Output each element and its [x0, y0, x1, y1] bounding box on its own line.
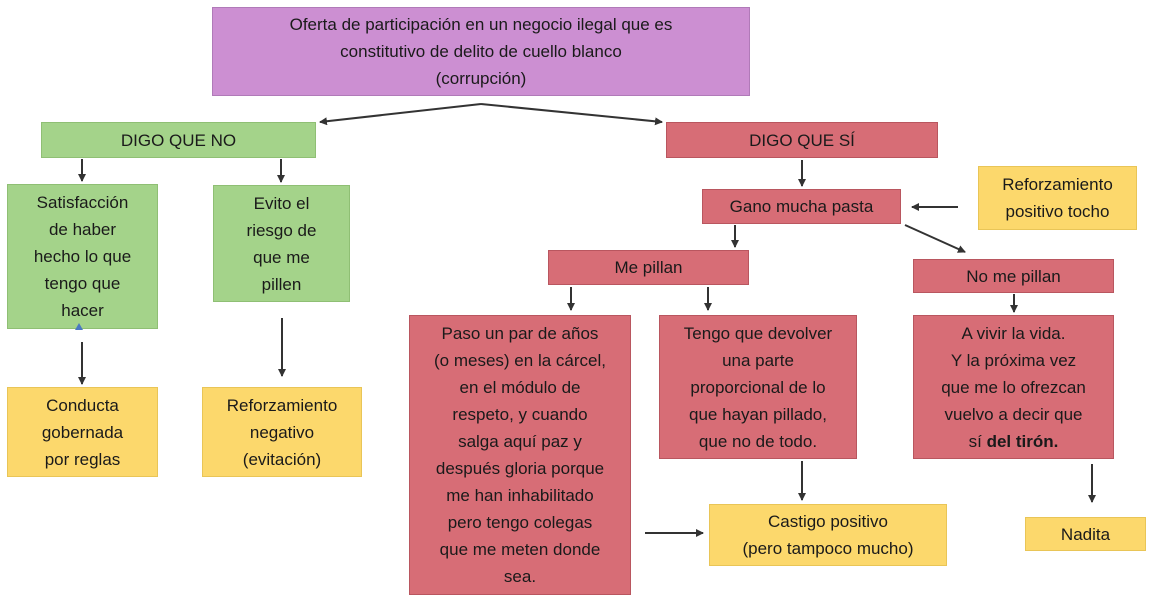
- no-me-pillan-node: No me pillan: [913, 259, 1114, 293]
- ref-positivo-node: Reforzamiento positivo tocho: [978, 166, 1137, 230]
- conducta-line-1: Conducta: [46, 395, 119, 415]
- root-node: Oferta de participación en un negocio il…: [212, 7, 750, 96]
- no-me-pillan-label: No me pillan: [966, 266, 1061, 286]
- evito-line-1: Evito el: [253, 193, 310, 213]
- carcel-line-6: después gloria porque: [435, 459, 605, 478]
- satisfaccion-line-1: Satisfacción: [36, 193, 129, 212]
- devolver-line-1: Tengo que devolver: [683, 323, 833, 343]
- carcel-line-9: que me meten donde: [439, 540, 601, 559]
- vivir-last-bold: del tirón.: [986, 431, 1059, 451]
- conducta-line-3: por reglas: [44, 449, 121, 469]
- carcel-node: Paso un par de años (o meses) en la cárc…: [409, 315, 631, 595]
- devolver-line-3: proporcional de lo: [690, 377, 826, 397]
- carcel-line-1: Paso un par de años: [441, 324, 599, 343]
- evito-line-3: que me: [253, 247, 310, 267]
- me-pillan-node: Me pillan: [548, 250, 749, 285]
- castigo-node: Castigo positivo (pero tampoco mucho): [709, 504, 947, 566]
- conducta-line-2: gobernada: [41, 422, 124, 442]
- carcel-line-2: (o meses) en la cárcel,: [434, 351, 606, 370]
- arrow-root-si: [480, 103, 663, 126]
- satisfaccion-line-3: hecho lo que: [33, 247, 132, 266]
- root-line-3: (corrupción): [435, 69, 527, 88]
- devolver-line-4: que hayan pillado,: [688, 404, 827, 424]
- arrow-root-no: [319, 103, 482, 126]
- si-node: DIGO QUE SÍ: [666, 122, 938, 158]
- satisfaccion-line-4: tengo que: [44, 274, 121, 293]
- ref-negativo-line-3: (evitación): [242, 449, 322, 469]
- devolver-line-2: una parte: [722, 350, 794, 370]
- no-label: DIGO QUE NO: [120, 130, 237, 150]
- gano-label: Gano mucha pasta: [729, 197, 874, 216]
- satisfaccion-line-5: hacer: [61, 301, 104, 320]
- vivir-line-1: A vivir la vida.: [961, 323, 1066, 343]
- carcel-line-5: salga aquí paz y: [458, 432, 582, 451]
- ref-negativo-line-1: Reforzamiento: [226, 395, 338, 415]
- ref-positivo-line-1: Reforzamiento: [1002, 175, 1113, 194]
- ref-negativo-line-2: negativo: [249, 422, 315, 442]
- carcel-line-8: pero tengo colegas: [447, 513, 593, 532]
- nadita-node: Nadita: [1025, 517, 1146, 551]
- castigo-line-1: Castigo positivo: [767, 512, 888, 531]
- evito-node: Evito el riesgo de que me pillen: [213, 185, 350, 302]
- carcel-line-3: en el módulo de: [459, 378, 581, 397]
- satisfaccion-node: Satisfacción de haber hecho lo que tengo…: [7, 184, 158, 329]
- vivir-node: A vivir la vida. Y la próxima vez que me…: [913, 315, 1114, 459]
- cursor-marker-icon: [75, 323, 83, 330]
- vivir-line-4: vuelvo a decir que: [944, 404, 1083, 424]
- conducta-node: Conducta gobernada por reglas: [7, 387, 158, 477]
- me-pillan-label: Me pillan: [614, 258, 683, 277]
- no-node: DIGO QUE NO: [41, 122, 316, 158]
- root-line-1: Oferta de participación en un negocio il…: [289, 15, 673, 34]
- arrow-gano-no-me-pillan: [904, 224, 966, 253]
- castigo-line-2: (pero tampoco mucho): [742, 539, 914, 558]
- vivir-last-prefix: sí: [968, 431, 987, 451]
- vivir-line-3: que me lo ofrezcan: [941, 377, 1086, 397]
- ref-positivo-line-2: positivo tocho: [1005, 202, 1110, 221]
- carcel-line-4: respeto, y cuando: [452, 405, 588, 424]
- devolver-line-5: que no de todo.: [698, 431, 818, 451]
- ref-negativo-node: Reforzamiento negativo (evitación): [202, 387, 362, 477]
- evito-line-4: pillen: [261, 274, 302, 294]
- satisfaccion-line-2: de haber: [48, 220, 117, 239]
- carcel-line-7: me han inhabilitado: [446, 486, 594, 505]
- carcel-line-10: sea.: [503, 567, 537, 586]
- evito-line-2: riesgo de: [246, 220, 317, 240]
- si-label: DIGO QUE SÍ: [749, 130, 855, 150]
- devolver-node: Tengo que devolver una parte proporciona…: [659, 315, 857, 459]
- nadita-label: Nadita: [1060, 524, 1111, 544]
- root-line-2: constitutivo de delito de cuello blanco: [340, 42, 622, 61]
- vivir-line-5: sí del tirón.: [941, 428, 1086, 455]
- gano-node: Gano mucha pasta: [702, 189, 901, 224]
- vivir-line-2: Y la próxima vez: [950, 350, 1077, 370]
